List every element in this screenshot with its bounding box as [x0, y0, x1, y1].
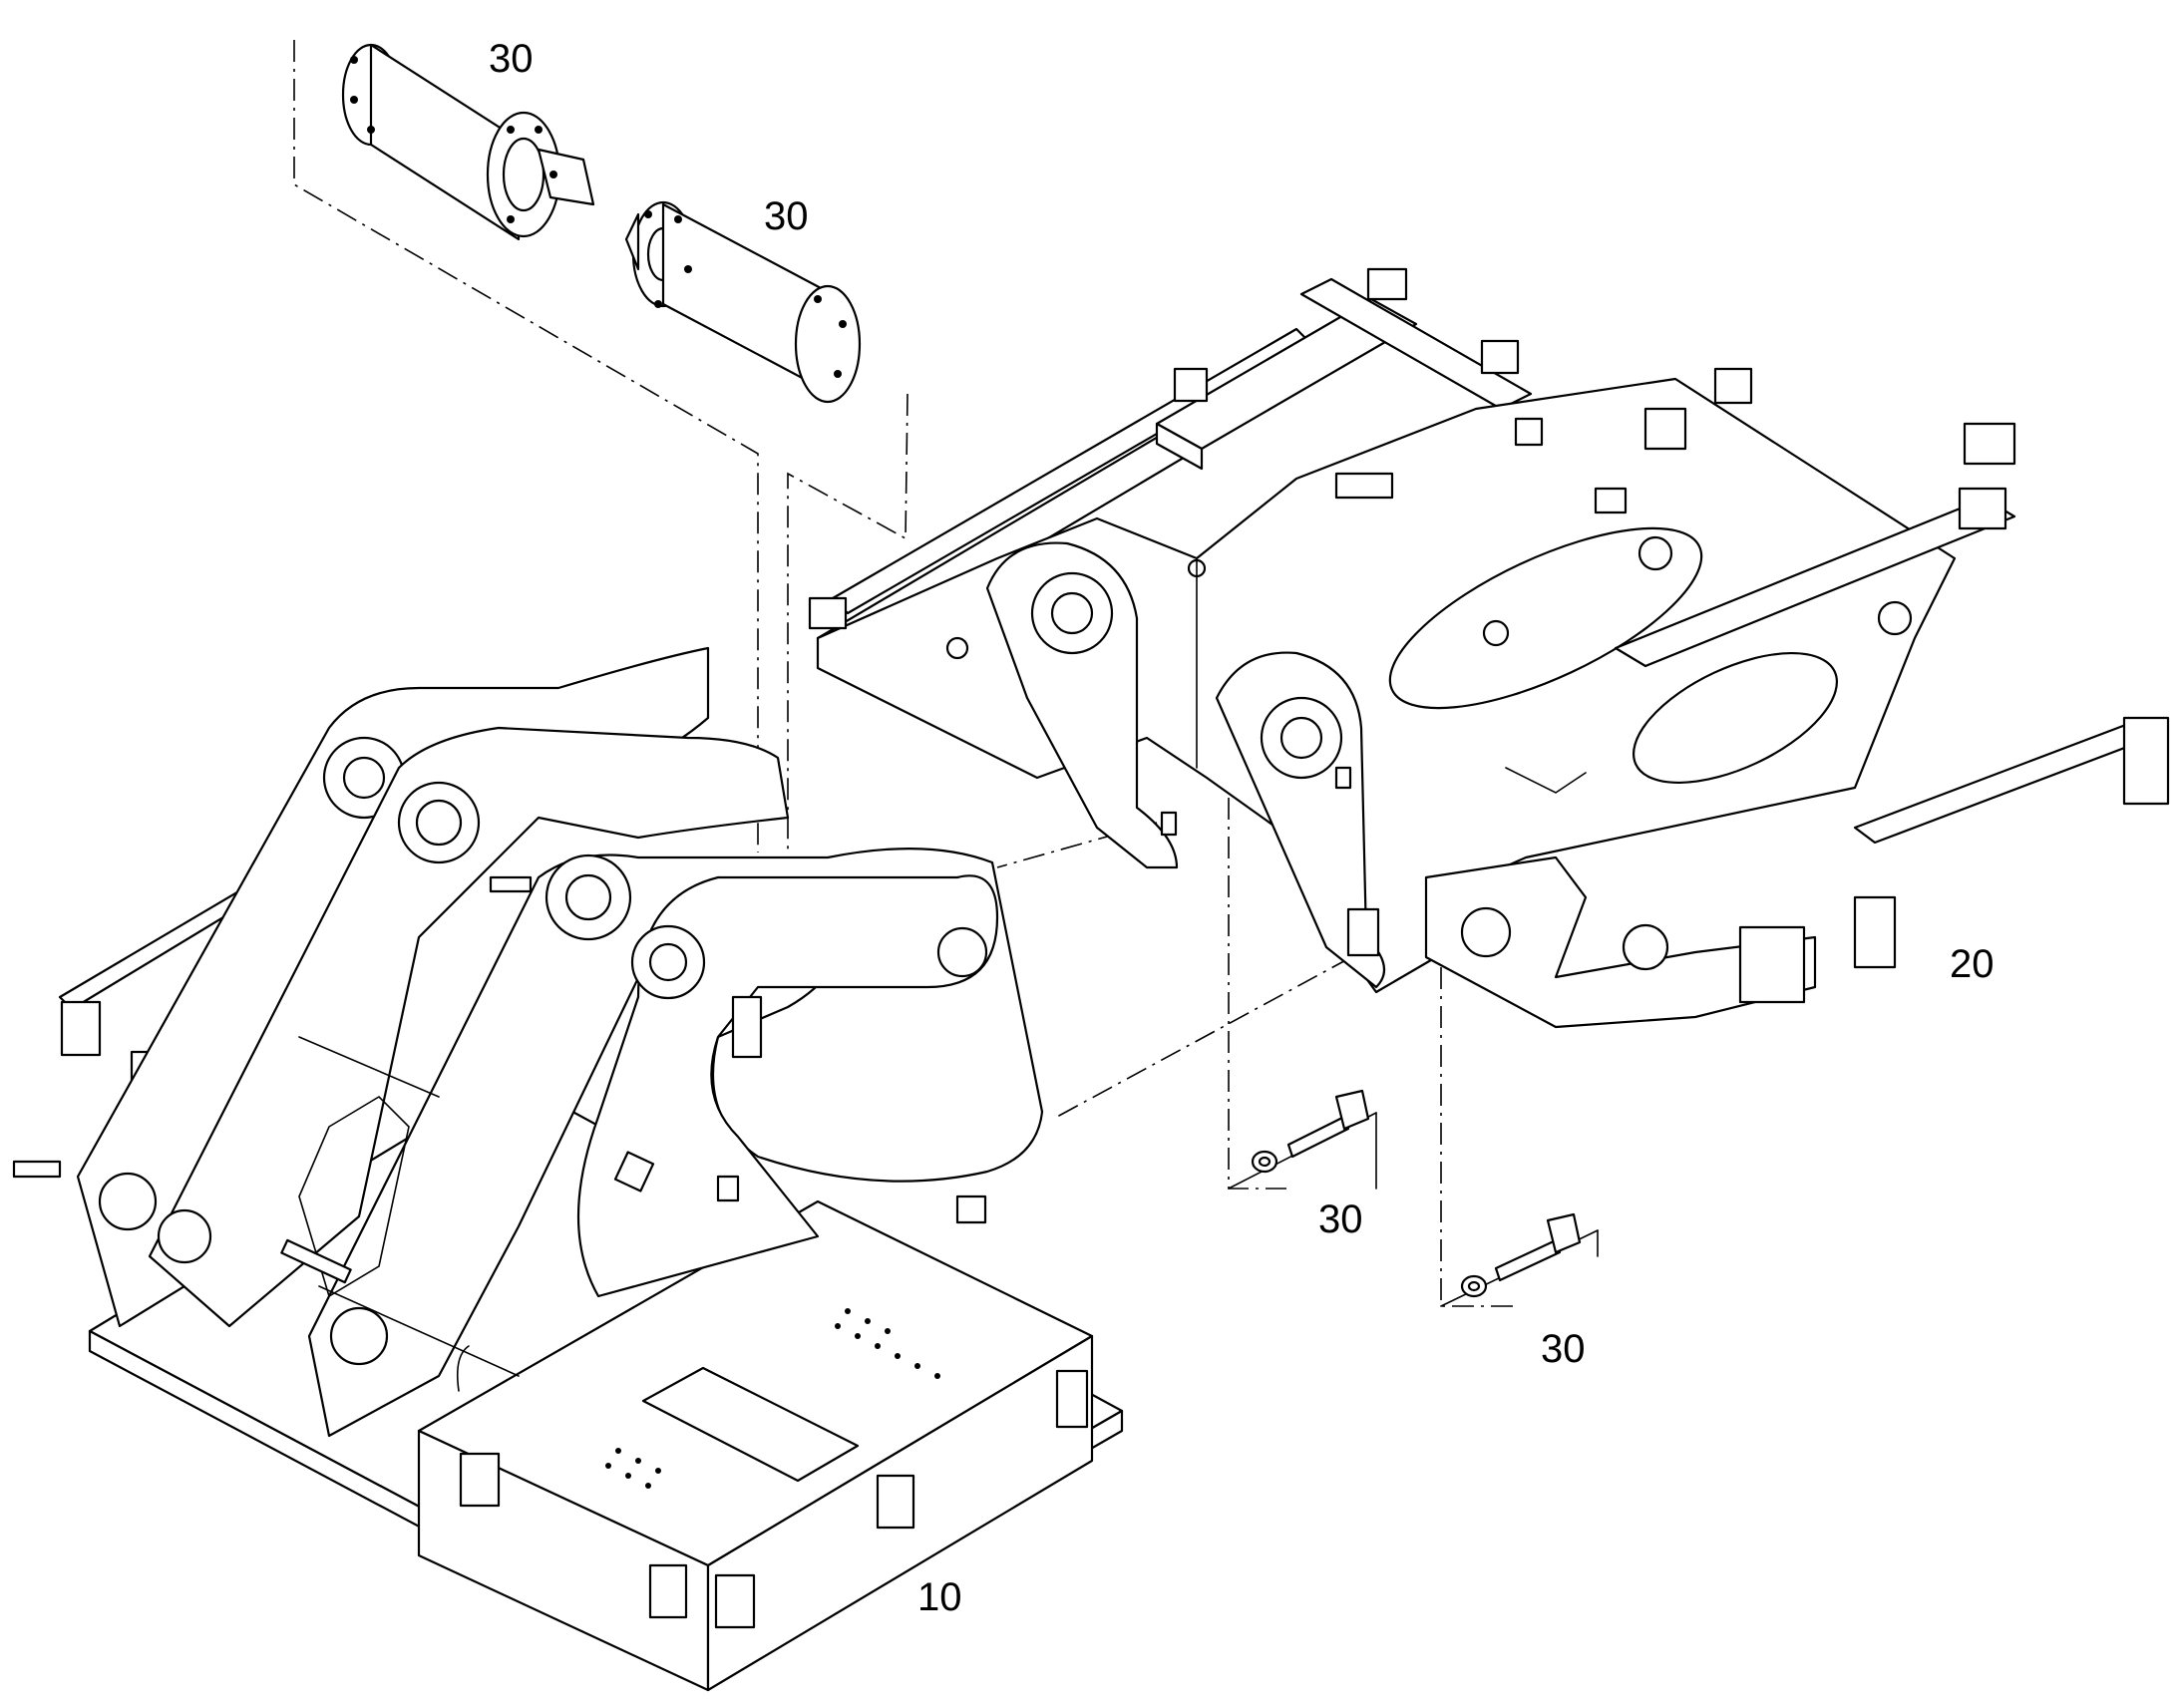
callout-bolt-left: 30 — [1318, 1197, 1363, 1241]
bolt-left — [1228, 1089, 1377, 1190]
assembly-leader-lines — [293, 40, 1516, 1307]
corner-blocks — [808, 267, 2170, 1004]
callout-base-frame: 10 — [917, 1575, 962, 1619]
upper-frame-assembly — [808, 267, 2170, 1029]
callout-upper-frame: 20 — [1950, 942, 1995, 986]
callout-shaft-upper: 30 — [489, 37, 534, 81]
shaft-lower — [624, 200, 862, 404]
callout-bolt-right: 30 — [1541, 1327, 1586, 1371]
shaft-upper — [341, 43, 595, 241]
bolt-hole-pattern — [605, 1308, 940, 1489]
callout-shaft-lower: 30 — [764, 194, 809, 238]
bolt-right — [1440, 1212, 1599, 1307]
base-frame-assembly — [12, 646, 1124, 1692]
cover-plate — [459, 1452, 501, 1508]
